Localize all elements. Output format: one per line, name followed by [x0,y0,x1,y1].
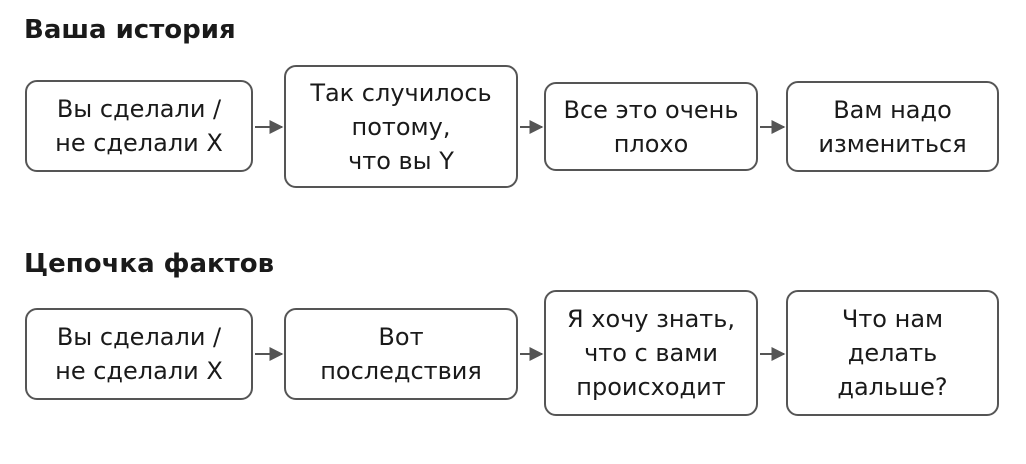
facts-box-2: Вот последствия [284,308,518,400]
facts-box-4: Что нам делать дальше? [786,290,999,416]
story-box-3: Все это очень плохо [544,82,758,171]
facts-box-3: Я хочу знать, что с вами происходит [544,290,758,416]
section-title-chain-of-facts: Цепочка фактов [24,249,275,279]
section-title-your-story: Ваша история [24,15,236,45]
story-box-2: Так случилось потому, что вы Y [284,65,518,188]
facts-box-1: Вы сделали / не сделали X [25,308,253,400]
story-box-4: Вам надо измениться [786,81,999,172]
story-box-1: Вы сделали / не сделали X [25,80,253,172]
